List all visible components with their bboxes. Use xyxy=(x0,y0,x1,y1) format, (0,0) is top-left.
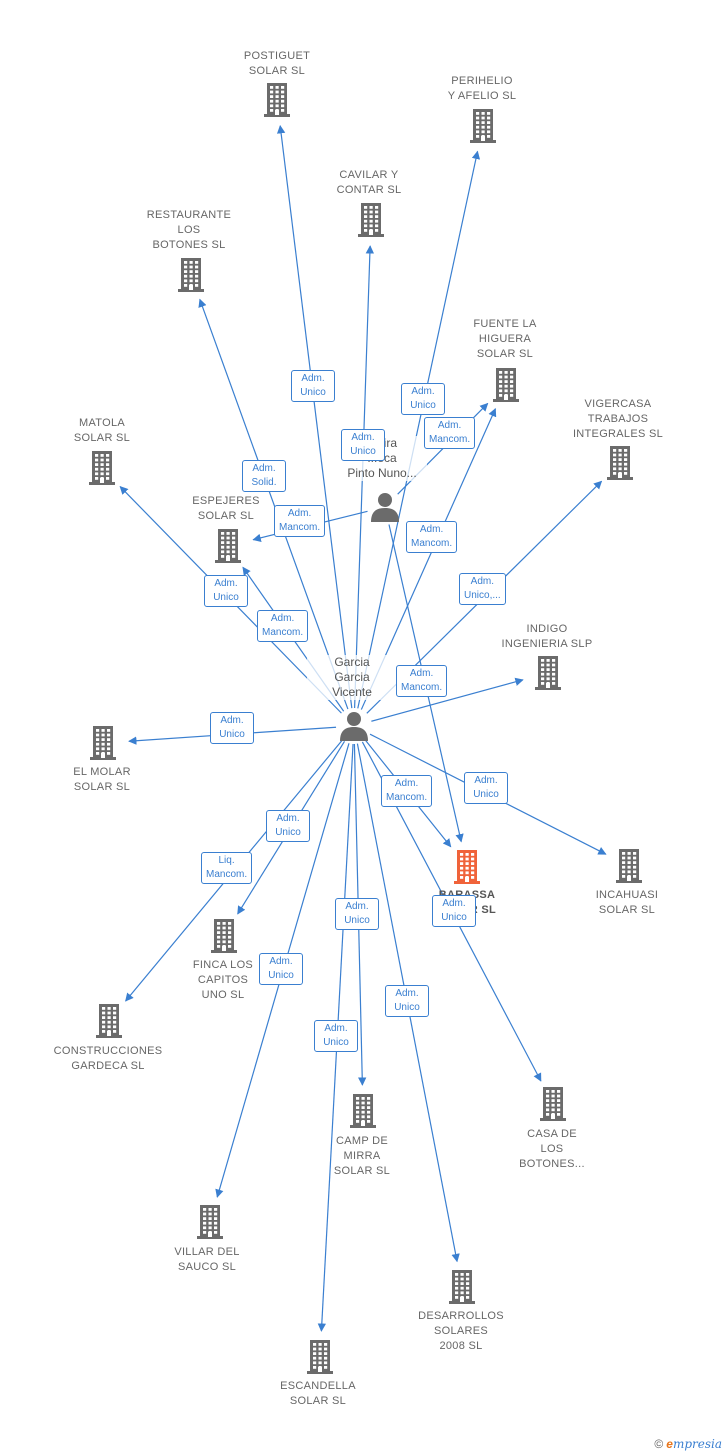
building-icon[interactable] xyxy=(493,368,519,407)
building-icon[interactable] xyxy=(540,1087,566,1126)
role-label-garcia-casa: Adm. Unico xyxy=(432,895,476,927)
building-icon[interactable] xyxy=(616,849,642,888)
edge-garcia-indigo xyxy=(371,677,524,722)
building-icon[interactable] xyxy=(358,203,384,242)
copyright-symbol: © xyxy=(654,1437,664,1451)
building-icon[interactable] xyxy=(449,1270,475,1309)
company-label-finca[interactable]: FINCA LOS CAPITOS UNO SL xyxy=(192,959,254,1001)
role-label-garcia-cavilar: Adm. Unico xyxy=(341,429,385,461)
company-label-postiguet[interactable]: POSTIGUET SOLAR SL xyxy=(243,50,311,77)
building-icon[interactable] xyxy=(211,919,237,958)
edge-garcia-postiguet xyxy=(276,124,353,709)
role-label-garcia-vigercasa: Adm. Unico,... xyxy=(459,573,506,605)
building-icon[interactable] xyxy=(470,109,496,148)
footer-brand: ©empresia xyxy=(654,1437,722,1451)
role-label-garcia-escandella: Adm. Unico xyxy=(314,1020,358,1052)
role-label-garcia-barassa: Adm. Mancom. xyxy=(381,775,433,807)
role-label-garcia-matola: Adm. Unico xyxy=(204,575,248,607)
building-icon[interactable] xyxy=(197,1205,223,1244)
role-label-garcia-perihelio: Adm. Unico xyxy=(401,383,445,415)
building-icon[interactable] xyxy=(215,529,241,568)
role-label-garcia-villar: Adm. Unico xyxy=(259,953,303,985)
person-label-garcia[interactable]: Garcia Garcia Vicente xyxy=(307,655,397,700)
role-label-garcia-camp: Adm. Unico xyxy=(335,898,379,930)
role-label-garcia-postiguet: Adm. Unico xyxy=(291,370,335,402)
person-icon[interactable] xyxy=(339,711,369,746)
company-label-restaurante[interactable]: RESTAURANTE LOS BOTONES SL xyxy=(146,209,232,251)
company-label-incahuasi[interactable]: INCAHUASI SOLAR SL xyxy=(595,889,659,916)
edge-garcia-perihelio xyxy=(357,150,481,709)
building-icon[interactable] xyxy=(264,83,290,122)
company-label-escandella[interactable]: ESCANDELLA SOLAR SL xyxy=(280,1380,356,1407)
role-label-garcia-fuente: Adm. Mancom. xyxy=(424,417,476,449)
role-label-garcia-espejeres: Adm. Mancom. xyxy=(257,610,309,642)
building-icon[interactable] xyxy=(350,1094,376,1133)
company-label-perihelio[interactable]: PERIHELIO Y AFELIO SL xyxy=(447,75,517,102)
company-label-camp[interactable]: CAMP DE MIRRA SOLAR SL xyxy=(333,1135,391,1177)
role-label-garcia-indigo: Adm. Mancom. xyxy=(396,665,448,697)
company-label-vigercasa[interactable]: VIGERCASA TRABAJOS INTEGRALES SL xyxy=(572,398,664,440)
company-label-elmolar[interactable]: EL MOLAR SOLAR SL xyxy=(73,766,131,793)
company-label-cavilar[interactable]: CAVILAR Y CONTAR SL xyxy=(336,169,402,196)
brand-name: mpresia xyxy=(672,1437,722,1451)
company-label-espejeres[interactable]: ESPEJERES SOLAR SL xyxy=(192,495,260,522)
company-label-fuente[interactable]: FUENTE LA HIGUERA SOLAR SL xyxy=(473,318,537,360)
building-icon[interactable] xyxy=(454,850,480,889)
role-label-garcia-desarrollos: Adm. Unico xyxy=(385,985,429,1017)
company-label-casa[interactable]: CASA DE LOS BOTONES... xyxy=(519,1128,585,1170)
company-label-matola[interactable]: MATOLA SOLAR SL xyxy=(73,417,131,444)
company-label-construcciones[interactable]: CONSTRUCCIONES GARDECA SL xyxy=(53,1045,163,1072)
role-label-garcia-construcciones: Liq. Mancom. xyxy=(201,852,253,884)
building-icon[interactable] xyxy=(178,258,204,297)
building-icon[interactable] xyxy=(607,446,633,485)
building-icon[interactable] xyxy=(307,1340,333,1379)
building-icon[interactable] xyxy=(90,726,116,765)
role-label-pinto-espejeres: Adm. Mancom. xyxy=(274,505,326,537)
role-label-garcia-restaurante: Adm. Solid. xyxy=(242,460,286,492)
brand-logo-e: e xyxy=(666,1437,673,1451)
person-icon[interactable] xyxy=(370,492,400,527)
company-label-villar[interactable]: VILLAR DEL SAUCO SL xyxy=(174,1246,240,1273)
company-label-desarrollos[interactable]: DESARROLLOS SOLARES 2008 SL xyxy=(418,1310,504,1352)
building-icon[interactable] xyxy=(535,656,561,695)
role-label-garcia-elmolar: Adm. Unico xyxy=(210,712,254,744)
company-label-indigo[interactable]: INDIGO INGENIERIA SLP xyxy=(501,623,593,650)
building-icon[interactable] xyxy=(96,1004,122,1043)
role-label-garcia-incahuasi: Adm. Unico xyxy=(464,772,508,804)
building-icon[interactable] xyxy=(89,451,115,490)
role-label-garcia-finca: Adm. Unico xyxy=(266,810,310,842)
role-label-pinto-barassa: Adm. Mancom. xyxy=(406,521,458,553)
edge-garcia-restaurante xyxy=(198,298,349,710)
